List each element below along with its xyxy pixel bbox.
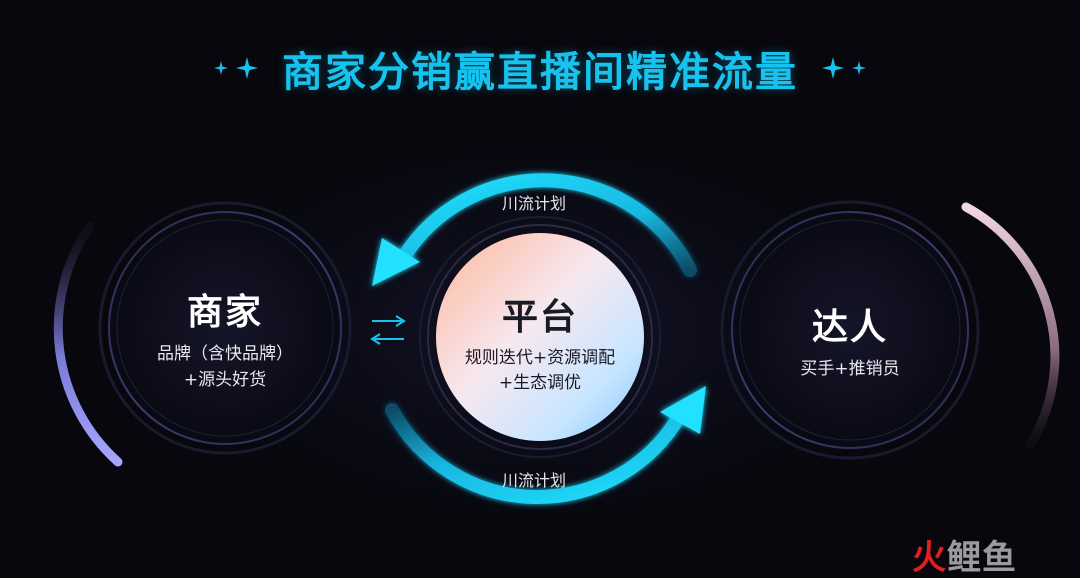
cycle-arrow-icon [372,173,697,286]
talent-line-1: 买手+推销员 [800,359,900,379]
talent-title: 达人 [811,307,888,348]
merchant-line-1: 品牌（含快品牌） [157,344,293,364]
talent-node: 达人 买手+推销员 [750,298,950,382]
bottom-flow-label: 川流计划 [502,471,567,490]
title-row: 商家分销赢直播间精准流量 [0,38,1080,98]
platform-line-2: +生态调优 [498,373,582,393]
sparkle-icon [852,61,866,75]
sparkle-icon [822,57,844,79]
merchant-node: 商家 品牌（含快品牌） +源头好货 [125,283,325,393]
merchant-title: 商家 [186,292,263,333]
platform-line-1: 规则迭代+资源调配 [464,348,616,368]
watermark-part-1: 火 [912,538,947,578]
cycle-arrow-icon [385,386,706,504]
sparkle-icon [214,61,228,75]
exchange-arrows-icon [370,315,406,345]
right-outer-arc [961,202,1060,450]
page-title: 商家分销赢直播间精准流量 [282,48,798,96]
platform-node: 平台 规则迭代+资源调配 +生态调优 [440,288,640,396]
platform-title: 平台 [501,297,578,338]
top-flow-label: 川流计划 [502,194,567,213]
sparkle-icon [236,57,258,79]
talent-node-shape [720,200,980,460]
watermark-logo: 火鲤鱼 [912,530,1017,578]
merchant-node-shape [98,201,352,455]
right-sparkles [822,57,866,79]
left-outer-arc [53,221,123,467]
merchant-line-2: +源头好货 [183,370,267,390]
left-sparkles [214,57,258,79]
platform-node-shape [419,216,661,458]
watermark-part-2: 鲤鱼 [947,538,1017,578]
